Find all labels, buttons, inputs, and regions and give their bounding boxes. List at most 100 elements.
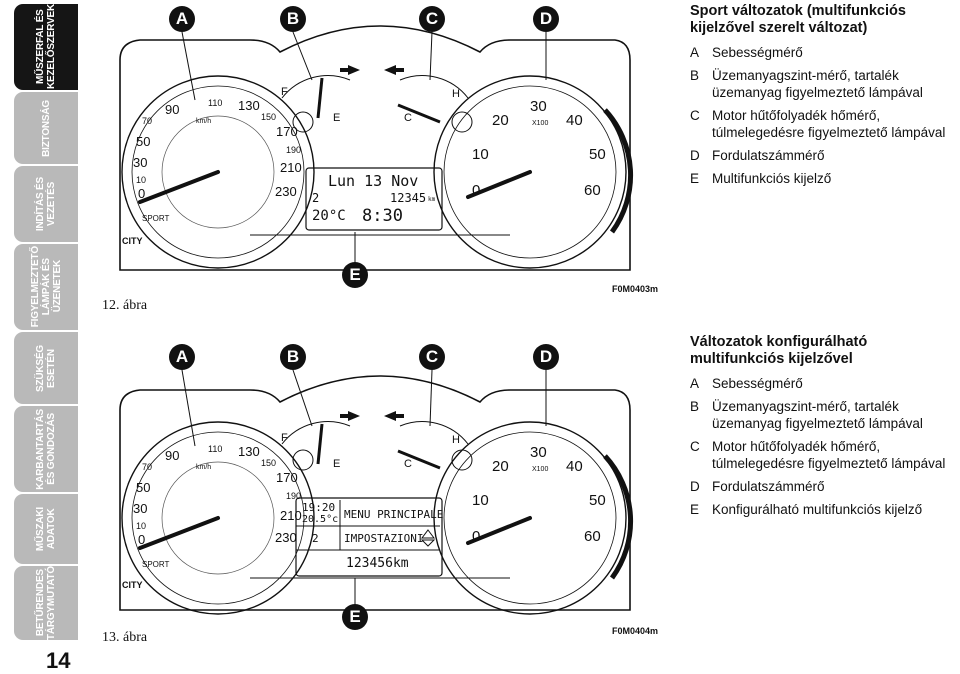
figure-13-instrument-cluster: A B C D E 110 130 150 170 190 210 230 90… — [100, 338, 660, 668]
callout-b: B — [280, 6, 306, 32]
callout-a: A — [169, 6, 195, 32]
city-label: CITY — [122, 580, 143, 590]
tab-technical-data[interactable]: MŰSZAKI ADATOK — [14, 494, 78, 564]
rpm-label: 10 — [472, 492, 489, 509]
sport-label: SPORT — [142, 560, 170, 569]
rpm-label: 30 — [530, 98, 547, 115]
list-item: A Sebességmérő — [690, 44, 952, 61]
display-menu-title: MENU PRINCIPALE — [344, 508, 444, 521]
item-letter: A — [690, 45, 700, 60]
temp-cold-label: C — [404, 112, 412, 124]
tab-label: BIZTONSÁG — [40, 99, 52, 157]
list-item: C Motor hűtőfolyadék hőmérő, túlmelegedés… — [690, 438, 952, 472]
rpm-label: 0 — [472, 182, 481, 199]
speed-unit: km/h — [196, 118, 212, 125]
item-letter: E — [690, 502, 700, 517]
item-letter: C — [690, 108, 700, 123]
fuel-full-label: F — [281, 86, 288, 98]
tab-starting-driving[interactable]: INDÍTÁS ÉS VEZETÉS — [14, 166, 78, 242]
display-odometer: 12345 — [390, 191, 427, 205]
display-date: Lun 13 Nov — [328, 172, 419, 190]
speed-label: 170 — [276, 124, 298, 139]
item-text: Üzemanyagszint-mérő, tartalék üzemanyag … — [712, 68, 923, 100]
speed-label: 110 — [208, 98, 223, 108]
tab-label: KARBANTARTÁS ÉS GONDOZÁS — [35, 408, 57, 490]
item-text: Motor hűtőfolyadék hőmérő, túlmelegedésr… — [712, 108, 946, 140]
tab-label: MŰSZAKI ADATOK — [35, 506, 57, 552]
tab-emergency[interactable]: SZÜKSÉG ESETÉN — [14, 332, 78, 404]
display-gear: 2 — [312, 191, 320, 205]
rpm-label: 40 — [566, 112, 583, 129]
speed-label: 10 — [136, 175, 147, 185]
item-letter: D — [690, 479, 700, 494]
tab-label: SZÜKSÉG ESETÉN — [35, 344, 57, 392]
speed-label: 230 — [275, 530, 297, 545]
tab-index[interactable]: BETŰRENDES TÁRGYMUTATÓ — [14, 566, 78, 640]
tab-label: BETŰRENDES TÁRGYMUTATÓ — [35, 566, 57, 640]
tab-label: INDÍTÁS ÉS VEZETÉS — [35, 176, 57, 232]
speed-label: 150 — [261, 112, 277, 122]
speed-label: 130 — [238, 444, 260, 459]
tab-label: FIGYELMEZTETŐ LÁMPÁK ÉS ÜZENETEK — [29, 246, 63, 328]
chapter-sidebar: MŰSZERFAL ÉS KEZELŐSZERVEK BIZTONSÁG IND… — [0, 0, 80, 673]
item-letter: D — [690, 148, 700, 163]
display-odometer-unit: km — [428, 196, 436, 203]
rpm-label: 10 — [472, 146, 489, 163]
page-number: 14 — [46, 648, 71, 673]
callout-d: D — [533, 6, 559, 32]
item-text: Fordulatszámmérő — [712, 148, 825, 163]
item-letter: E — [690, 171, 700, 186]
item-text: Sebességmérő — [712, 376, 803, 391]
rpm-label: 60 — [584, 182, 601, 199]
temp-cold-label: C — [404, 458, 412, 470]
display-time: 8:30 — [362, 206, 403, 226]
item-letter: A — [690, 376, 700, 391]
rpm-label: 20 — [492, 458, 509, 475]
tab-warning-lights[interactable]: FIGYELMEZTETŐ LÁMPÁK ÉS ÜZENETEK — [14, 244, 78, 330]
figure-code: F0M0403m — [612, 284, 659, 294]
speed-label: 70 — [142, 116, 153, 126]
callout-e: E — [342, 262, 368, 288]
sport-label: SPORT — [142, 214, 170, 223]
cluster-drawing — [119, 369, 634, 615]
rpm-label: 30 — [530, 444, 547, 461]
rpm-label: 50 — [589, 492, 606, 509]
speed-label: 10 — [136, 521, 147, 531]
rpm-label: 40 — [566, 458, 583, 475]
fuel-full-label: F — [281, 432, 288, 444]
tab-label: MŰSZERFAL ÉS KEZELŐSZERVEK — [35, 4, 57, 90]
speed-label: 210 — [280, 160, 302, 175]
rpm-unit: X100 — [532, 120, 549, 127]
section-sport-versions: Sport változatok (multifunkciós kijelzőv… — [690, 3, 952, 193]
speed-label: 150 — [261, 458, 277, 468]
tab-maintenance[interactable]: KARBANTARTÁS ÉS GONDOZÁS — [14, 406, 78, 492]
temp-hot-label: H — [452, 88, 460, 100]
rpm-label: 0 — [472, 528, 481, 545]
item-text: Sebességmérő — [712, 45, 803, 60]
item-letter: C — [690, 439, 700, 454]
speed-unit: km/h — [196, 464, 212, 471]
tab-safety[interactable]: BIZTONSÁG — [14, 92, 78, 164]
callout-a: A — [169, 344, 195, 370]
item-text: Motor hűtőfolyadék hőmérő, túlmelegedésr… — [712, 439, 946, 471]
item-text: Üzemanyagszint-mérő, tartalék üzemanyag … — [712, 399, 923, 431]
item-text: Konfigurálható multifunkciós kijelző — [712, 502, 923, 517]
speed-label: 130 — [238, 98, 260, 113]
figure-12-instrument-cluster: A B C D E 110 130 150 170 190 210 230 90… — [100, 0, 660, 330]
display-temperature: 20.5°c — [302, 514, 339, 525]
speed-label: 0 — [138, 186, 146, 201]
list-item: D Fordulatszámmérő — [690, 147, 952, 164]
display-odometer: 123456km — [346, 556, 409, 571]
list-item: A Sebességmérő — [690, 375, 952, 392]
section-title: Sport változatok (multifunkciós kijelzőv… — [690, 3, 906, 36]
tab-instrument-panel[interactable]: MŰSZERFAL ÉS KEZELŐSZERVEK — [14, 4, 78, 90]
figure-code: F0M0404m — [612, 626, 659, 636]
rpm-label: 50 — [589, 146, 606, 163]
speed-label: 30 — [133, 501, 148, 516]
fuel-empty-label: E — [333, 112, 341, 124]
display-time: 19:20 — [302, 501, 336, 514]
speed-label: 50 — [136, 480, 151, 495]
